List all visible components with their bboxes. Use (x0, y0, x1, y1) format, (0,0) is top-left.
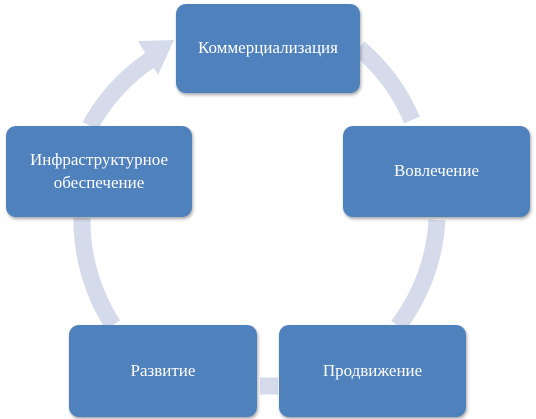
node-involvement: Вовлечение (343, 126, 530, 217)
ring-arc-4 (73, 217, 121, 330)
node-promotion: Продвижение (279, 325, 466, 417)
cycle-arrowhead (138, 40, 174, 75)
node-development: Развитие (69, 325, 257, 417)
node-commercialization: Коммерциализация (176, 4, 360, 93)
ring-arc-2 (391, 219, 446, 332)
ring-arc-1 (353, 41, 420, 124)
ring-arc-5 (82, 52, 155, 131)
node-infrastructure: Инфраструктурное обеспечение (6, 126, 192, 217)
